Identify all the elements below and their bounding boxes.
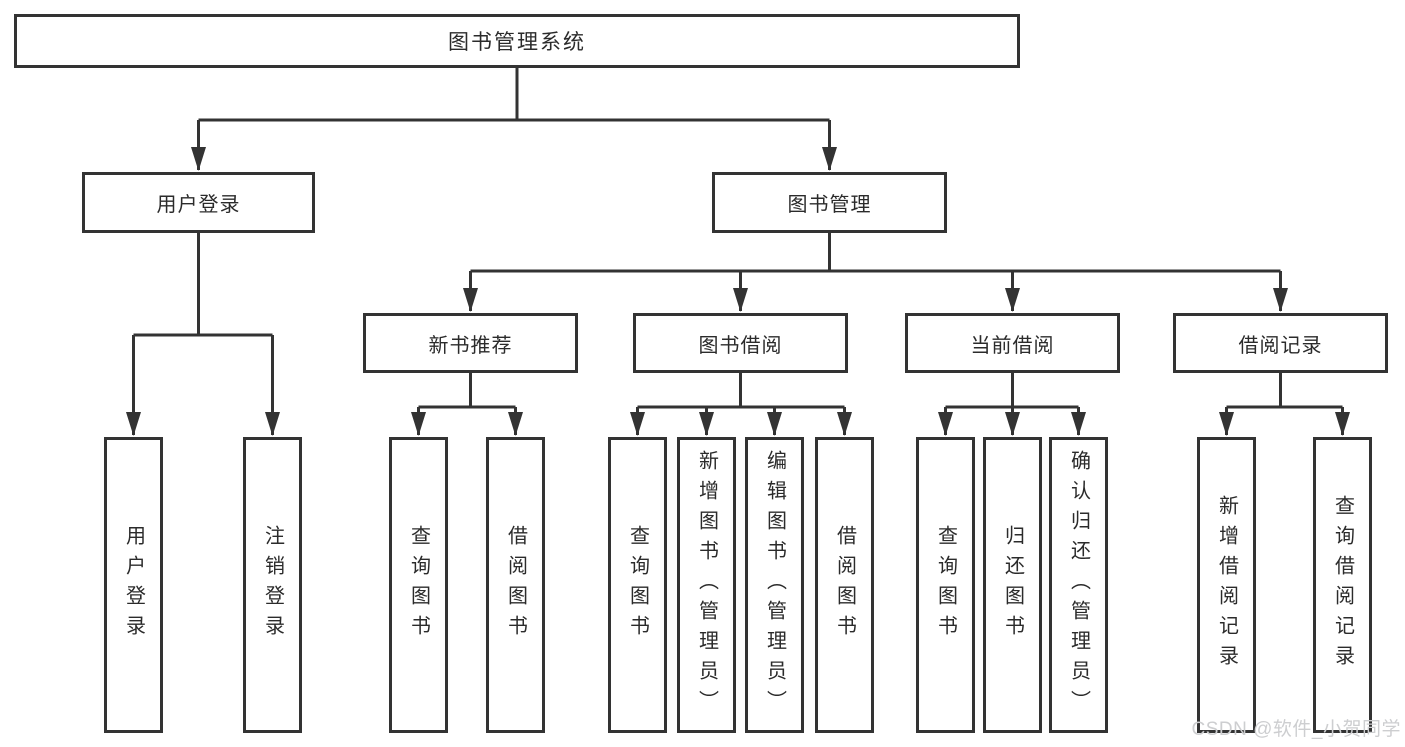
node-current-borrowing: 当前借阅 [905,313,1120,373]
leaf-query-borrow-record: 查询借阅记录 [1313,437,1372,733]
leaf-add-borrow-record: 新增借阅记录 [1197,437,1256,733]
leaf-label: 查询图书 [626,525,649,645]
leaf-borrow-books: 借阅图书 [815,437,874,733]
node-library-management-system: 图书管理系统 [14,14,1020,68]
leaf-logout: 注销登录 [243,437,302,733]
node-label: 用户登录 [156,194,241,216]
node-label: 借阅记录 [1238,334,1323,357]
leaf-label: 借阅图书 [833,525,856,645]
leaf-query-books-current: 查询图书 [916,437,975,733]
leaf-return-books: 归还图书 [983,437,1042,733]
leaf-label: 新增图书（管理员） [695,450,718,720]
leaf-label: 确认归还（管理员） [1067,450,1090,720]
leaf-label: 注销登录 [261,525,284,645]
leaf-confirm-return-admin: 确认归还（管理员） [1049,437,1108,733]
leaf-label: 借阅图书 [504,525,527,645]
node-label: 图书管理系统 [448,31,586,54]
leaf-label: 用户登录 [122,525,145,645]
node-book-borrowing: 图书借阅 [633,313,848,373]
csdn-watermark: CSDN @软件_小贺同学 [1191,719,1401,740]
leaf-borrow-books-recommend: 借阅图书 [486,437,545,733]
leaf-label: 查询图书 [934,525,957,645]
node-label: 当前借阅 [970,334,1055,357]
node-book-management: 图书管理 [712,172,947,233]
leaf-add-book-admin: 新增图书（管理员） [677,437,736,733]
leaf-query-books-recommend: 查询图书 [389,437,448,733]
leaf-label: 编辑图书（管理员） [763,450,786,720]
node-label: 新书推荐 [428,334,513,357]
leaf-label: 查询借阅记录 [1331,495,1354,675]
node-label: 图书管理 [787,194,872,216]
leaf-label: 查询图书 [407,525,430,645]
leaf-label: 新增借阅记录 [1215,495,1238,675]
leaf-label: 归还图书 [1001,525,1024,645]
node-label: 图书借阅 [698,334,783,357]
node-borrow-records: 借阅记录 [1173,313,1388,373]
node-new-book-recommend: 新书推荐 [363,313,578,373]
leaf-query-books-borrow: 查询图书 [608,437,667,733]
leaf-edit-book-admin: 编辑图书（管理员） [745,437,804,733]
leaf-user-login: 用户登录 [104,437,163,733]
node-user-login: 用户登录 [82,172,315,233]
